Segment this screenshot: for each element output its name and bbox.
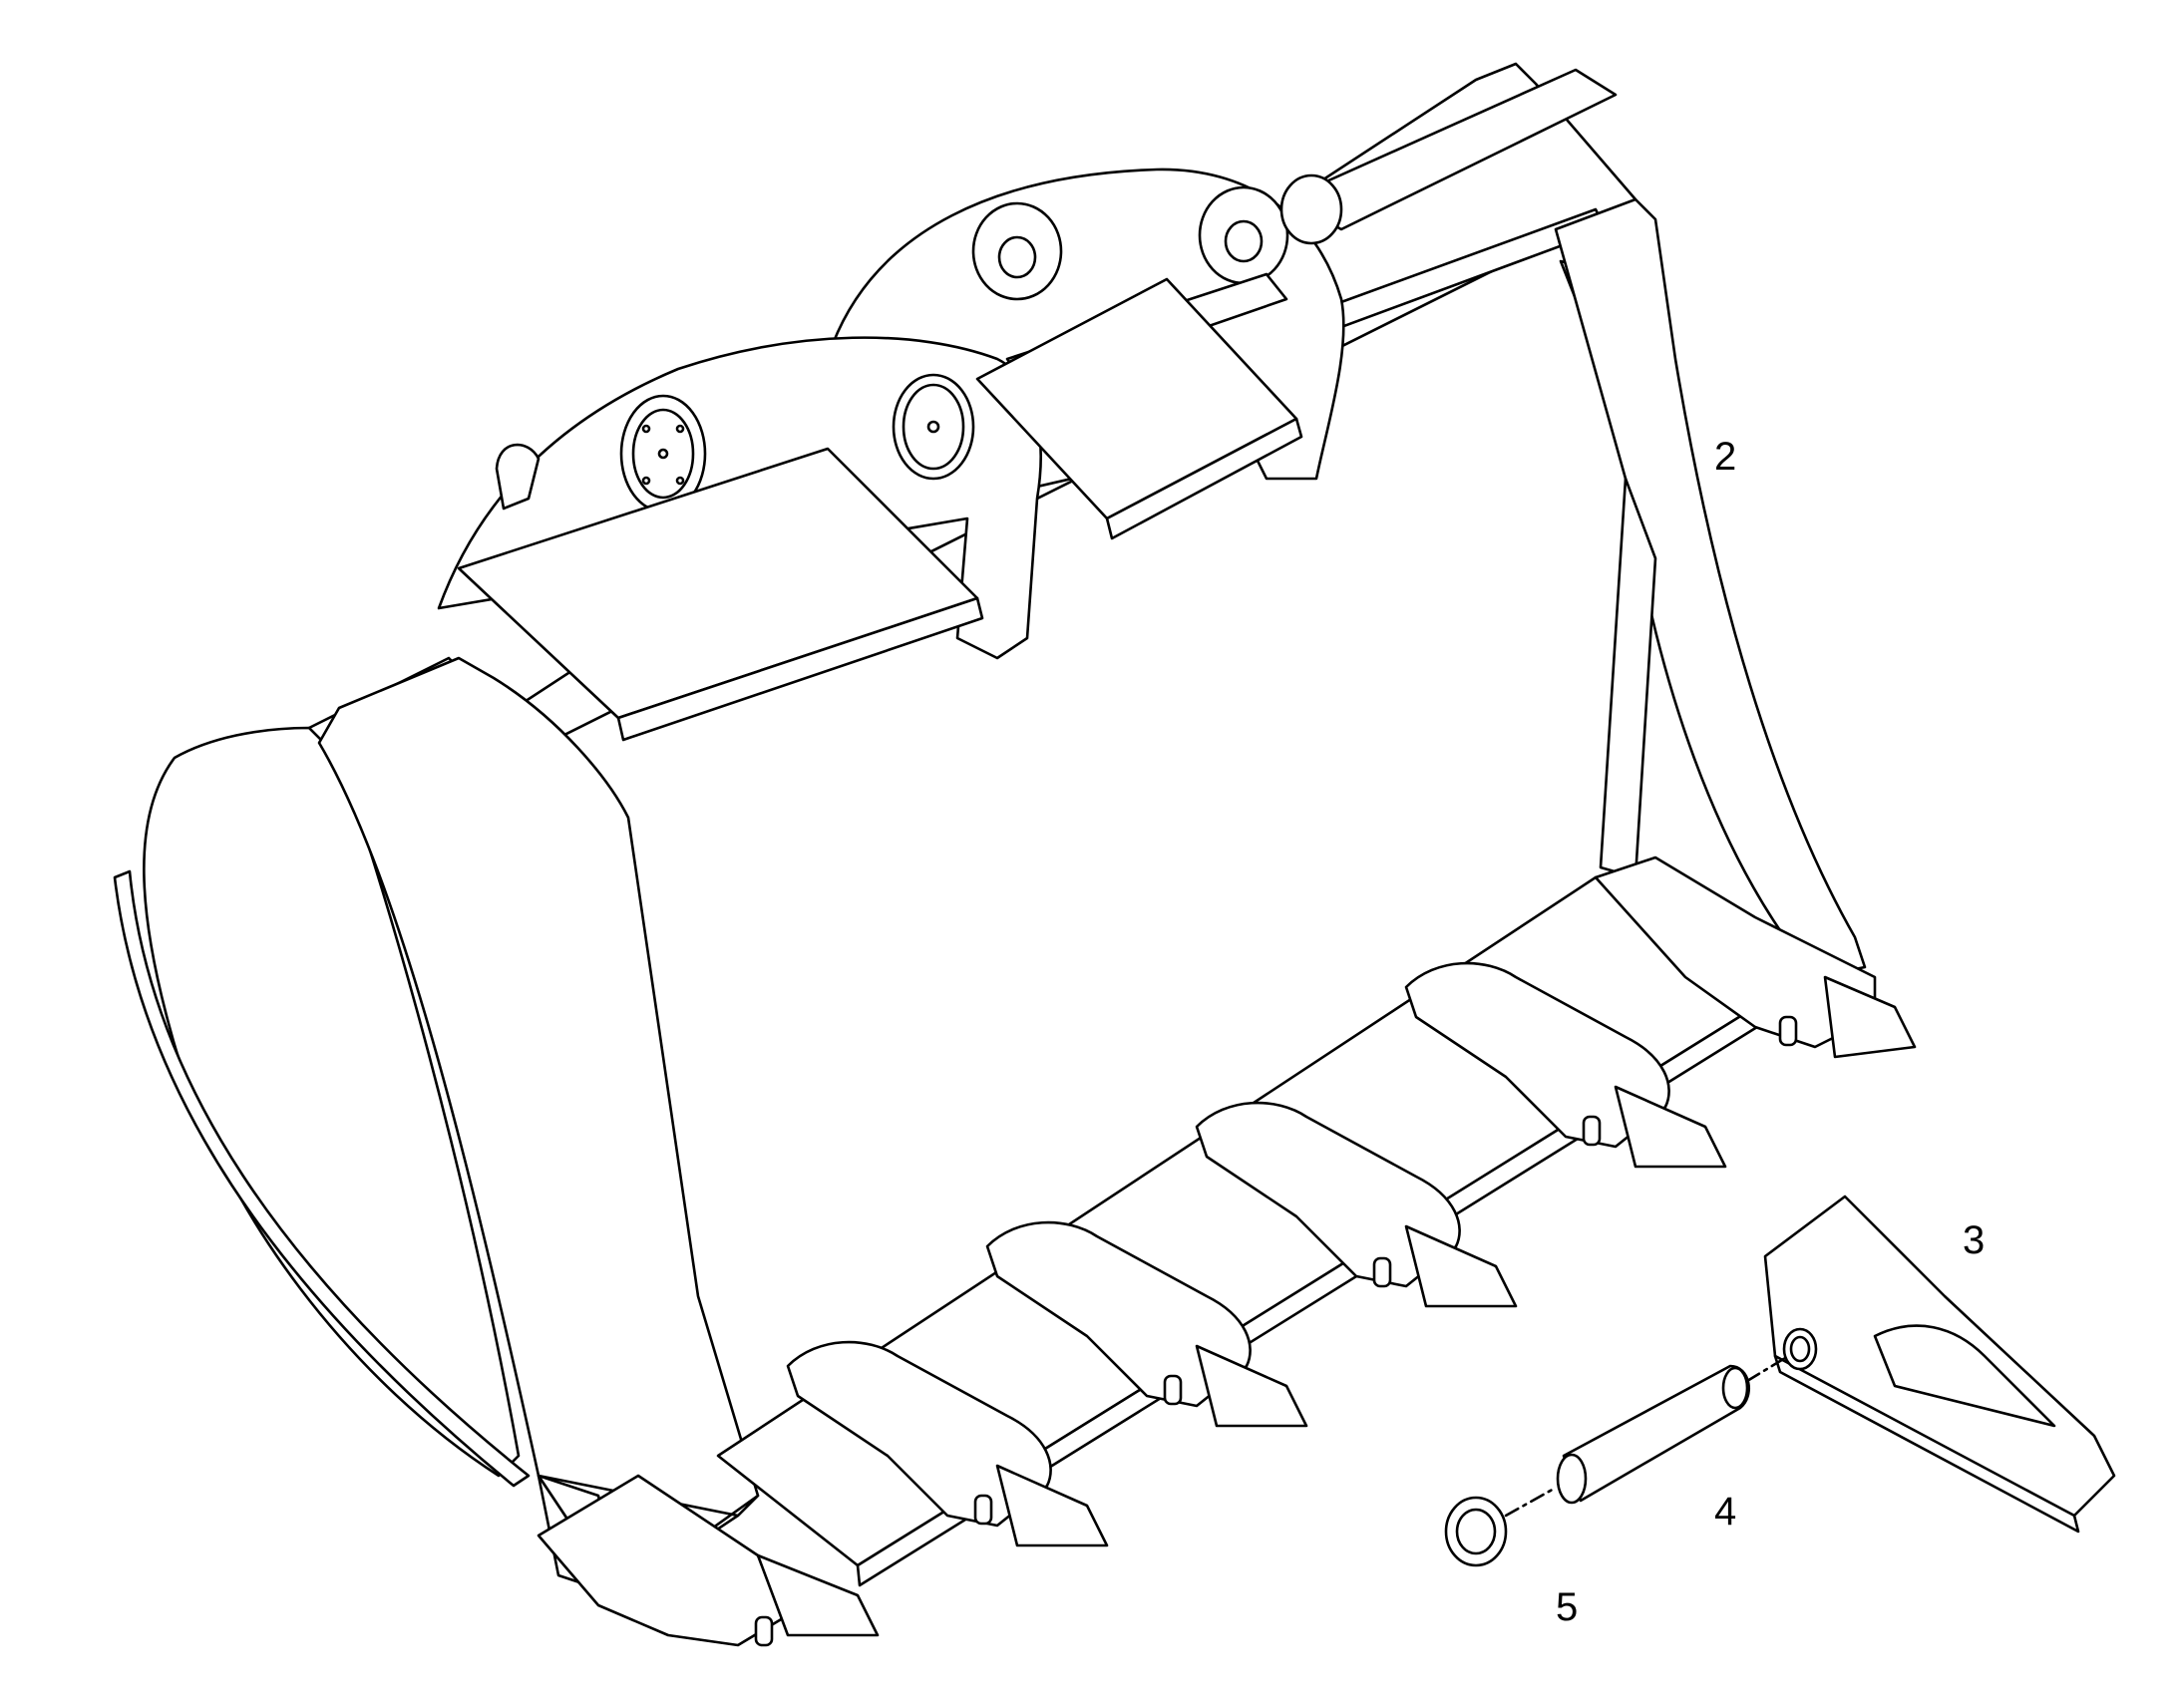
tooth-pin [1556, 1364, 1750, 1505]
callout-3: 3 [1963, 1218, 1986, 1262]
tooth-4 [1195, 1101, 1518, 1308]
callout-4: 4 [1714, 1490, 1737, 1534]
right-side-wall [1554, 197, 1867, 979]
callout-2: 2 [1714, 435, 1737, 479]
tooth-3 [985, 1220, 1308, 1428]
tooth-6 [1594, 855, 1917, 1059]
tooth-1 [537, 1474, 880, 1647]
cross-ribs [457, 277, 1303, 742]
tooth-2 [786, 1340, 1109, 1547]
callout-5: 5 [1556, 1585, 1579, 1629]
tooth-5 [1404, 961, 1727, 1169]
bucket-teeth [537, 855, 1917, 1647]
retainer-washer [1444, 1496, 1508, 1567]
loose-tooth [1763, 1195, 2116, 1534]
assembly-centerline [1504, 1356, 1787, 1518]
